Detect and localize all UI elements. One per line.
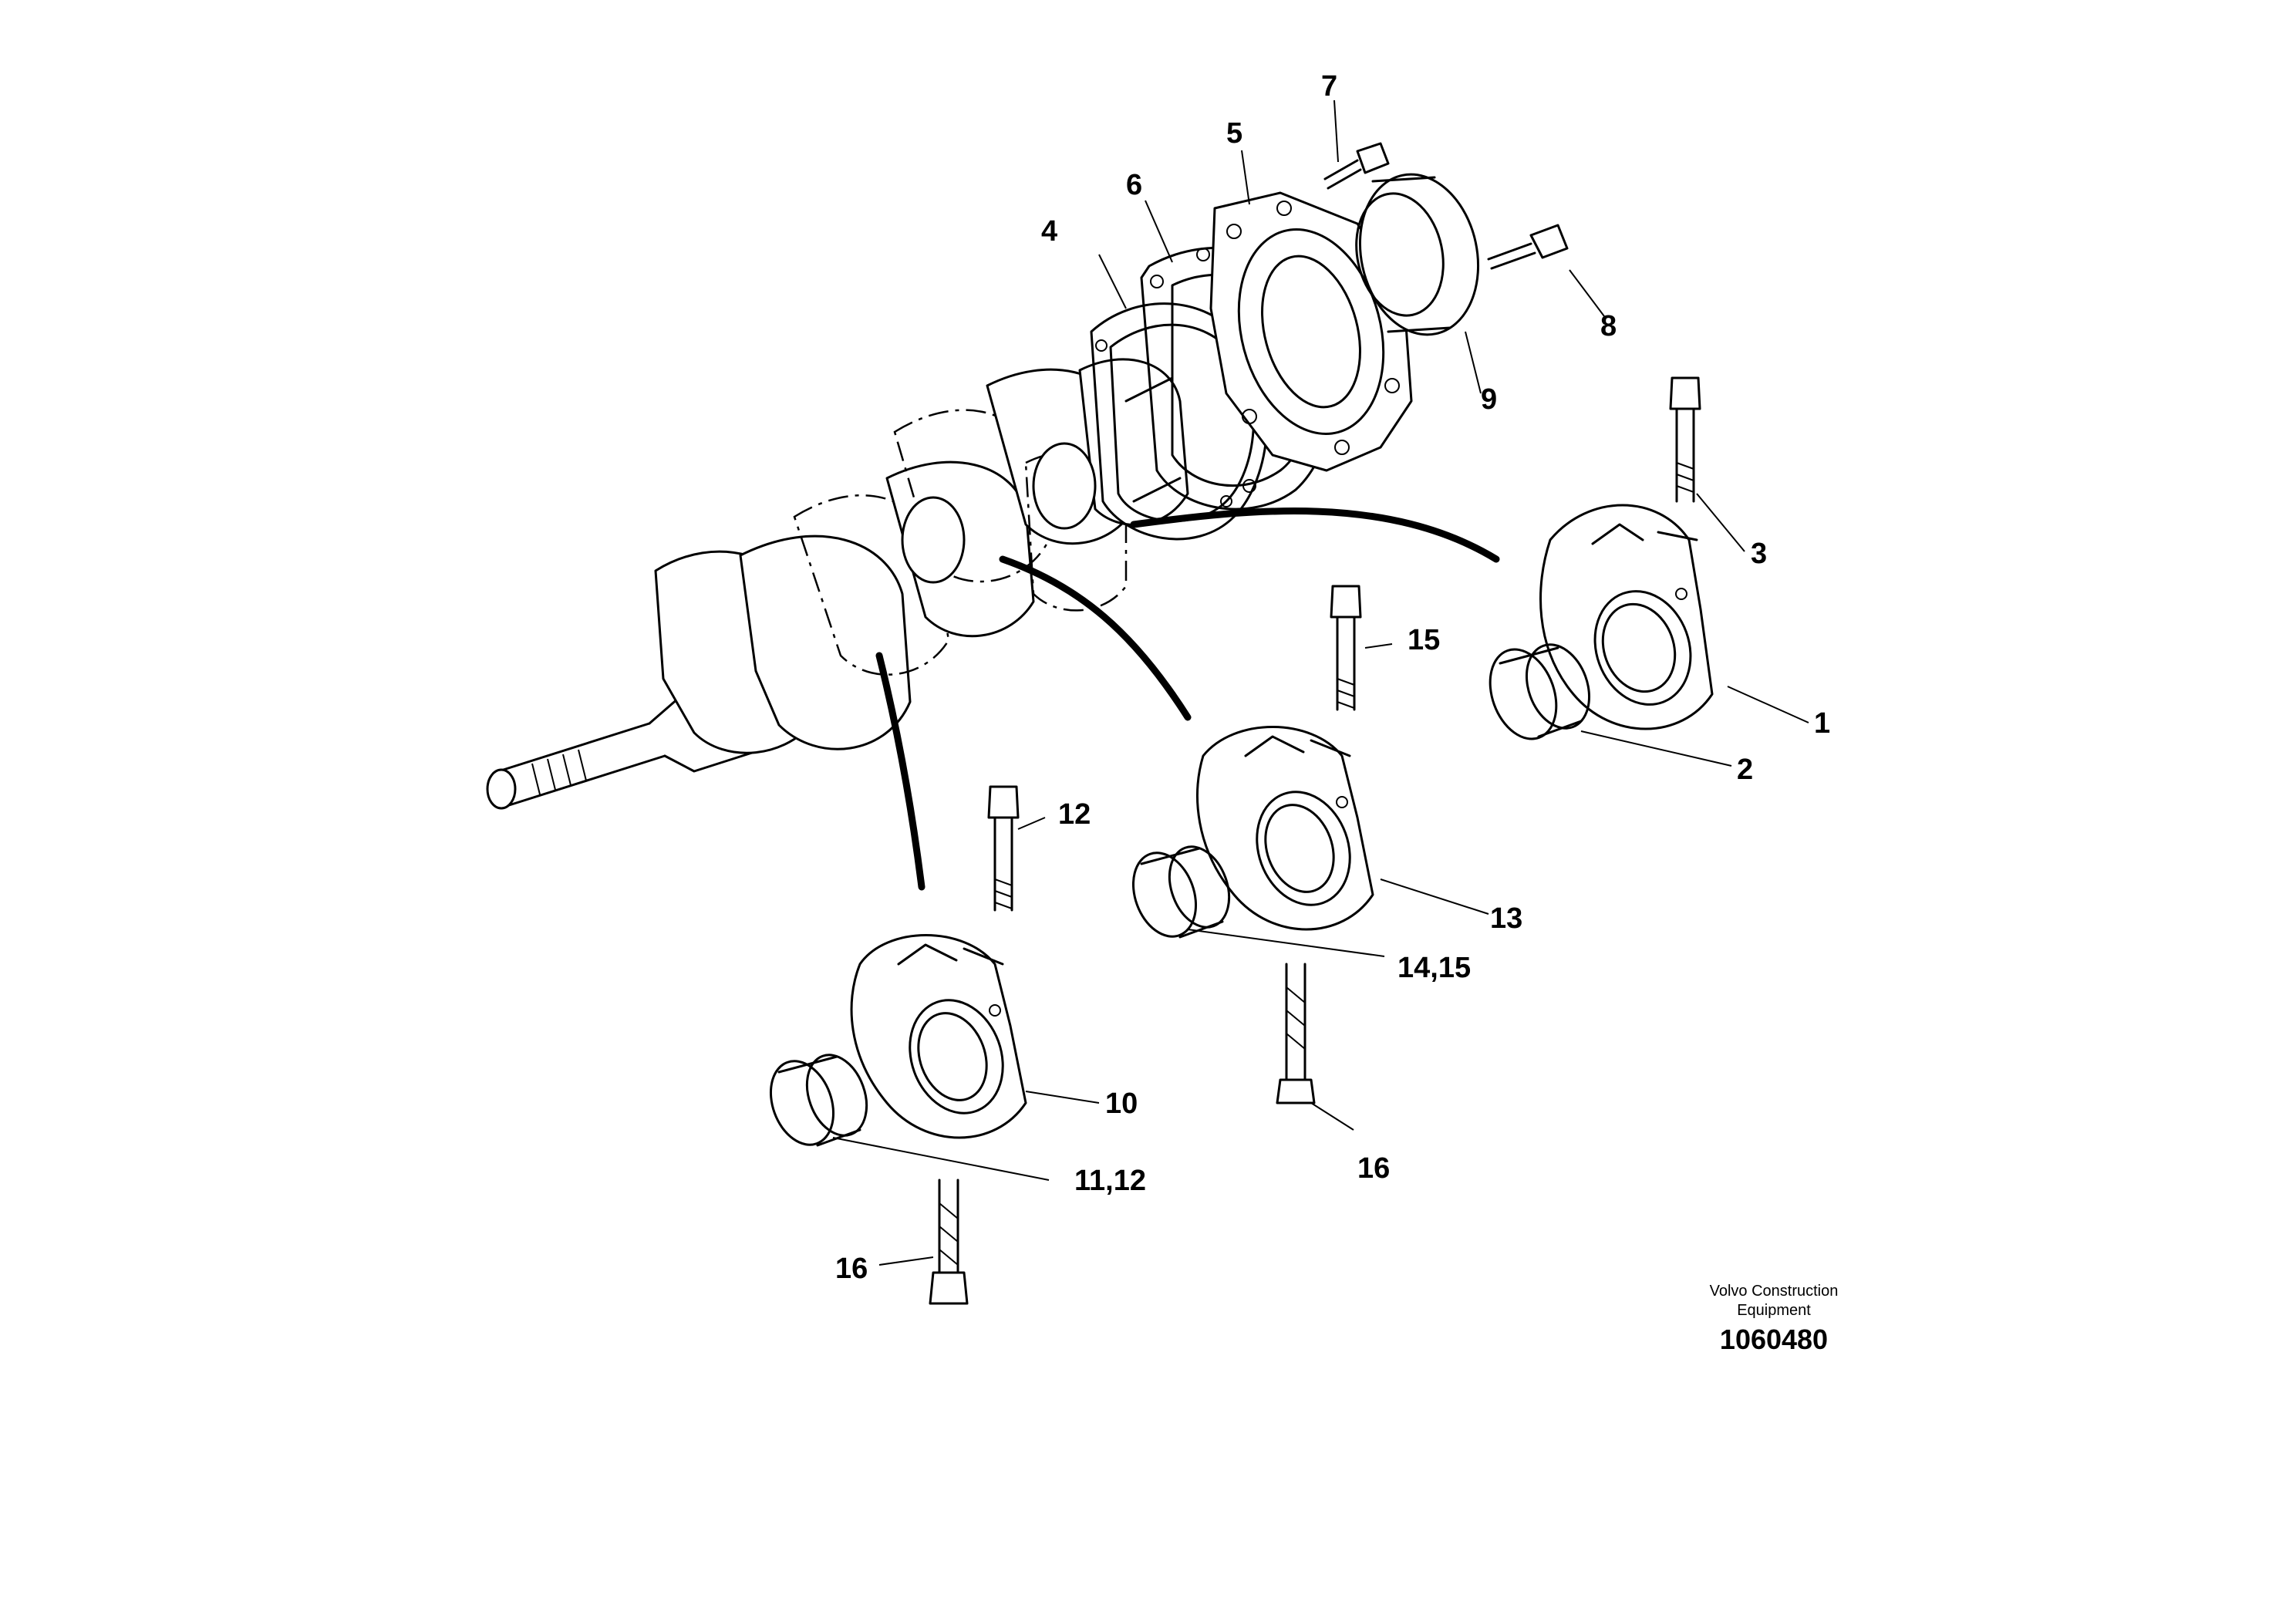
bearing-cap-13 [1196,726,1374,931]
callout-11-12: 11,12 [1074,1165,1146,1197]
callout-3: 3 [1751,538,1767,570]
crankshaft [486,358,1189,810]
stud-16-middle [1276,963,1316,1104]
callout-16-front: 16 [835,1253,868,1285]
callout-14-15: 14,15 [1397,952,1471,984]
bearing-cap-10 [850,934,1027,1139]
callout-5: 5 [1226,117,1242,150]
callout-6: 6 [1126,169,1142,201]
callout-12: 12 [1058,798,1091,831]
callout-8: 8 [1600,310,1617,342]
stud-16-front [929,1179,969,1305]
bolt-15 [1330,585,1362,711]
bolt-3 [1669,376,1701,503]
company-line-2: Equipment [1737,1302,1811,1319]
callout-1: 1 [1814,707,1830,740]
screw-8 [1487,224,1569,270]
callout-10: 10 [1105,1088,1138,1120]
company-line-1: Volvo Construction [1709,1283,1839,1300]
bearing-cap-1 [1539,504,1714,730]
screw-7 [1323,142,1390,190]
drawing-number: 1060480 [1719,1324,1829,1355]
leader-lines [832,99,1809,1266]
assembly-arrows [875,508,1500,891]
callout-2: 2 [1737,754,1753,786]
rear-seal-9 [1355,173,1480,336]
callout-15: 15 [1408,624,1440,656]
callout-labels: 1 2 3 4 5 6 7 8 9 10 11,12 12 13 14,15 1… [835,70,1830,1285]
callout-16-middle: 16 [1357,1152,1390,1185]
bearing-shell-2 [1489,643,1591,740]
callout-13: 13 [1490,902,1522,935]
callout-4: 4 [1041,215,1057,248]
bearing-shell-14-15 [1131,845,1231,939]
callout-7: 7 [1321,70,1337,103]
company-credit: Volvo Construction Equipment [1658,1282,1890,1320]
bearing-shell-11-12 [769,1054,868,1147]
callout-9: 9 [1481,383,1497,416]
bolt-12 [987,785,1020,912]
